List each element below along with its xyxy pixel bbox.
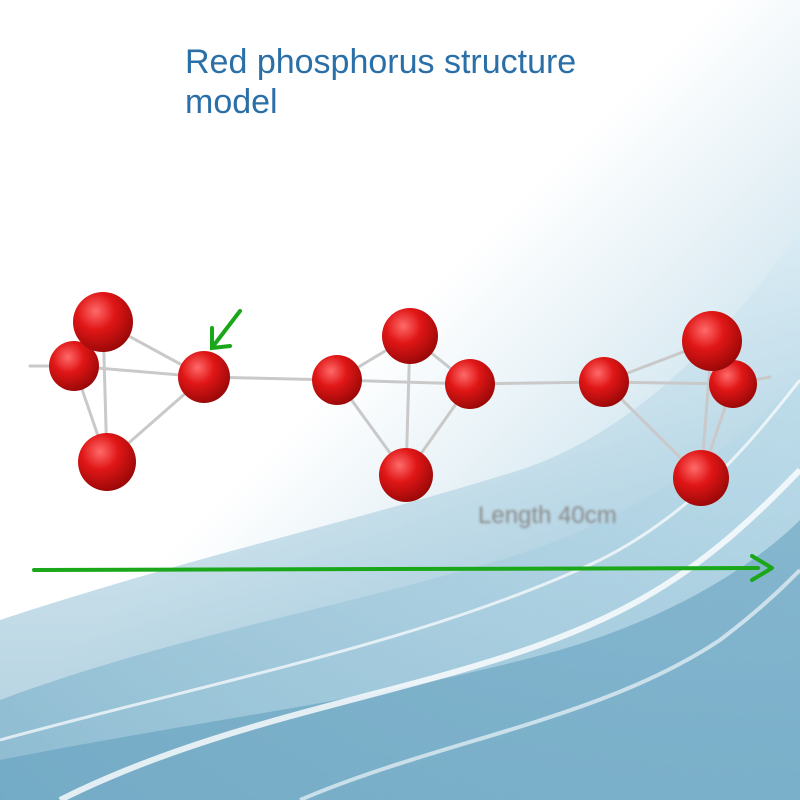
atom xyxy=(382,308,438,364)
atom xyxy=(78,433,136,491)
atom xyxy=(312,355,362,405)
atom xyxy=(73,292,133,352)
atom xyxy=(445,359,495,409)
green-length-arrow-icon xyxy=(32,554,774,582)
atom xyxy=(379,448,433,502)
green-arrow-icon xyxy=(210,309,242,351)
atom xyxy=(49,341,99,391)
atom xyxy=(682,311,742,371)
atom xyxy=(178,351,230,403)
atom xyxy=(673,450,729,506)
page-title: Red phosphorus structure model xyxy=(185,43,577,121)
atoms xyxy=(49,292,757,506)
atom xyxy=(579,357,629,407)
atom xyxy=(709,360,757,408)
length-label: Length 40cm xyxy=(478,502,617,529)
